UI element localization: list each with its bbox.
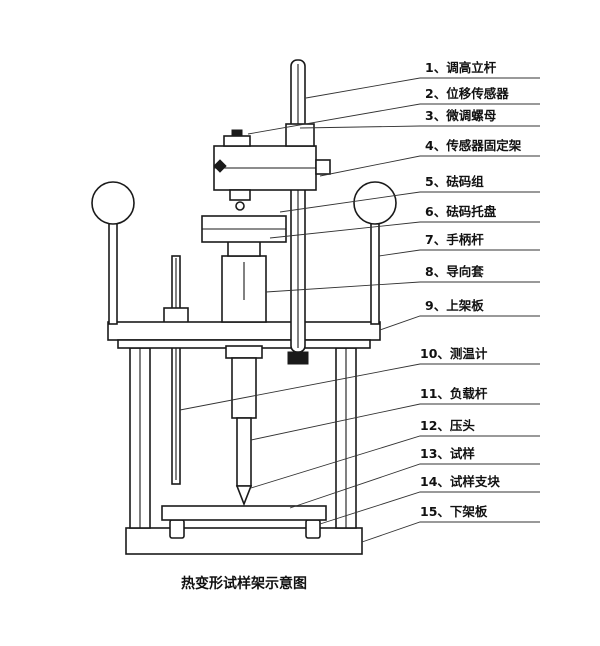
label-5: 5、砝码组 (425, 174, 484, 189)
handle-rods (91, 181, 397, 325)
leader-lines (179, 77, 540, 543)
support-columns (129, 347, 357, 529)
diagram-caption: 热变形试样架示意图 (181, 575, 307, 592)
label-9: 9、上架板 (425, 298, 484, 313)
load-assembly (201, 215, 287, 507)
label-11: 11、负载杆 (420, 386, 488, 401)
label-6: 6、砝码托盘 (425, 204, 497, 219)
label-8: 8、导向套 (425, 264, 484, 279)
label-7: 7、手柄杆 (425, 232, 484, 247)
sensor-assembly (213, 123, 331, 211)
lower-frame-plate (125, 527, 363, 555)
upper-frame-plate (107, 321, 381, 349)
specimen (161, 505, 327, 521)
label-2: 2、位移传感器 (425, 86, 509, 101)
height-adjustment-rod (287, 59, 309, 365)
label-4: 4、传感器固定架 (425, 138, 522, 153)
label-13: 13、试样 (420, 446, 475, 461)
label-1: 1、调高立杆 (425, 60, 497, 75)
label-3: 3、微调螺母 (425, 108, 497, 123)
label-10: 10、测温计 (420, 346, 488, 361)
part-labels: 1、调高立杆 2、位移传感器 3、微调螺母 4、传感器固定架 5、砝码组 6、砝… (420, 60, 522, 519)
thermometer (163, 255, 189, 485)
label-14: 14、试样支块 (420, 474, 500, 489)
label-12: 12、压头 (420, 418, 475, 433)
label-15: 15、下架板 (420, 504, 488, 519)
